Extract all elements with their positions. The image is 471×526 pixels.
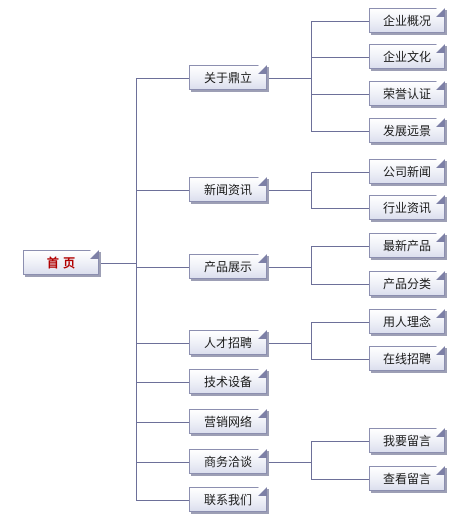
child-node-news-2-label: 行业资讯 xyxy=(382,201,431,215)
child-node-about-1[interactable]: 企业概况 xyxy=(369,8,445,33)
child-node-jobs-1[interactable]: 用人理念 xyxy=(369,309,445,334)
child-node-business-1[interactable]: 我要留言 xyxy=(369,428,445,453)
child-node-about-4[interactable]: 发展远景 xyxy=(369,118,445,143)
child-node-business-2-label: 查看留言 xyxy=(382,472,431,486)
section-node-tech[interactable]: 技术设备 xyxy=(189,369,267,394)
child-node-products-1[interactable]: 最新产品 xyxy=(369,233,445,258)
child-node-jobs-2[interactable]: 在线招聘 xyxy=(369,346,445,371)
child-node-about-2[interactable]: 企业文化 xyxy=(369,44,445,69)
root-node: 首 页 xyxy=(23,250,99,275)
section-node-contact[interactable]: 联系我们 xyxy=(189,487,267,512)
child-node-products-2[interactable]: 产品分类 xyxy=(369,271,445,296)
child-node-products-1-label: 最新产品 xyxy=(382,239,431,253)
section-node-about-label: 关于鼎立 xyxy=(203,71,252,85)
section-node-products-label: 产品展示 xyxy=(203,260,252,274)
child-node-news-1-label: 公司新闻 xyxy=(382,165,431,179)
root-node-label: 首 页 xyxy=(46,256,76,270)
section-node-about[interactable]: 关于鼎立 xyxy=(189,65,267,90)
child-node-about-4-label: 发展远景 xyxy=(382,124,431,138)
child-node-about-3[interactable]: 荣誉认证 xyxy=(369,81,445,106)
child-node-about-3-label: 荣誉认证 xyxy=(382,87,431,101)
child-node-about-2-label: 企业文化 xyxy=(382,50,431,64)
section-node-marketing-label: 营销网络 xyxy=(203,415,252,429)
section-node-news[interactable]: 新闻资讯 xyxy=(189,177,267,202)
section-node-news-label: 新闻资讯 xyxy=(203,183,252,197)
section-node-business-label: 商务洽谈 xyxy=(203,455,252,469)
section-node-marketing[interactable]: 营销网络 xyxy=(189,409,267,434)
child-node-business-1-label: 我要留言 xyxy=(382,434,431,448)
section-node-jobs-label: 人才招聘 xyxy=(203,336,252,350)
section-node-contact-label: 联系我们 xyxy=(203,493,252,507)
section-node-products[interactable]: 产品展示 xyxy=(189,254,267,279)
child-node-business-2[interactable]: 查看留言 xyxy=(369,466,445,491)
section-node-jobs[interactable]: 人才招聘 xyxy=(189,330,267,355)
section-node-business[interactable]: 商务洽谈 xyxy=(189,449,267,474)
section-node-tech-label: 技术设备 xyxy=(203,375,252,389)
child-node-jobs-2-label: 在线招聘 xyxy=(382,352,431,366)
child-node-jobs-1-label: 用人理念 xyxy=(382,315,431,329)
child-node-news-1[interactable]: 公司新闻 xyxy=(369,159,445,184)
child-node-about-1-label: 企业概况 xyxy=(382,14,431,28)
child-node-news-2[interactable]: 行业资讯 xyxy=(369,195,445,220)
child-node-products-2-label: 产品分类 xyxy=(382,277,431,291)
